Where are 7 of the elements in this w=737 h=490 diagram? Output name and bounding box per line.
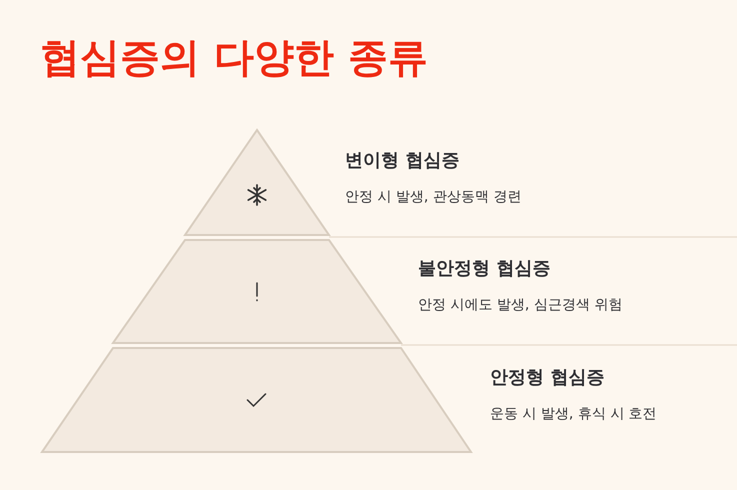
tier-description: 운동 시 발생, 휴식 시 호전 (490, 405, 657, 423)
tier-heading: 불안정형 협심증 (418, 257, 550, 280)
tier-description: 안정 시에도 발생, 심근경색 위험 (418, 296, 622, 314)
tier-heading: 변이형 협심증 (345, 149, 460, 172)
tier-description: 안정 시 발생, 관상동맥 경련 (345, 188, 522, 206)
title: 협심증의 다양한 종류 (40, 34, 428, 83)
tier-heading: 안정형 협심증 (490, 366, 604, 389)
